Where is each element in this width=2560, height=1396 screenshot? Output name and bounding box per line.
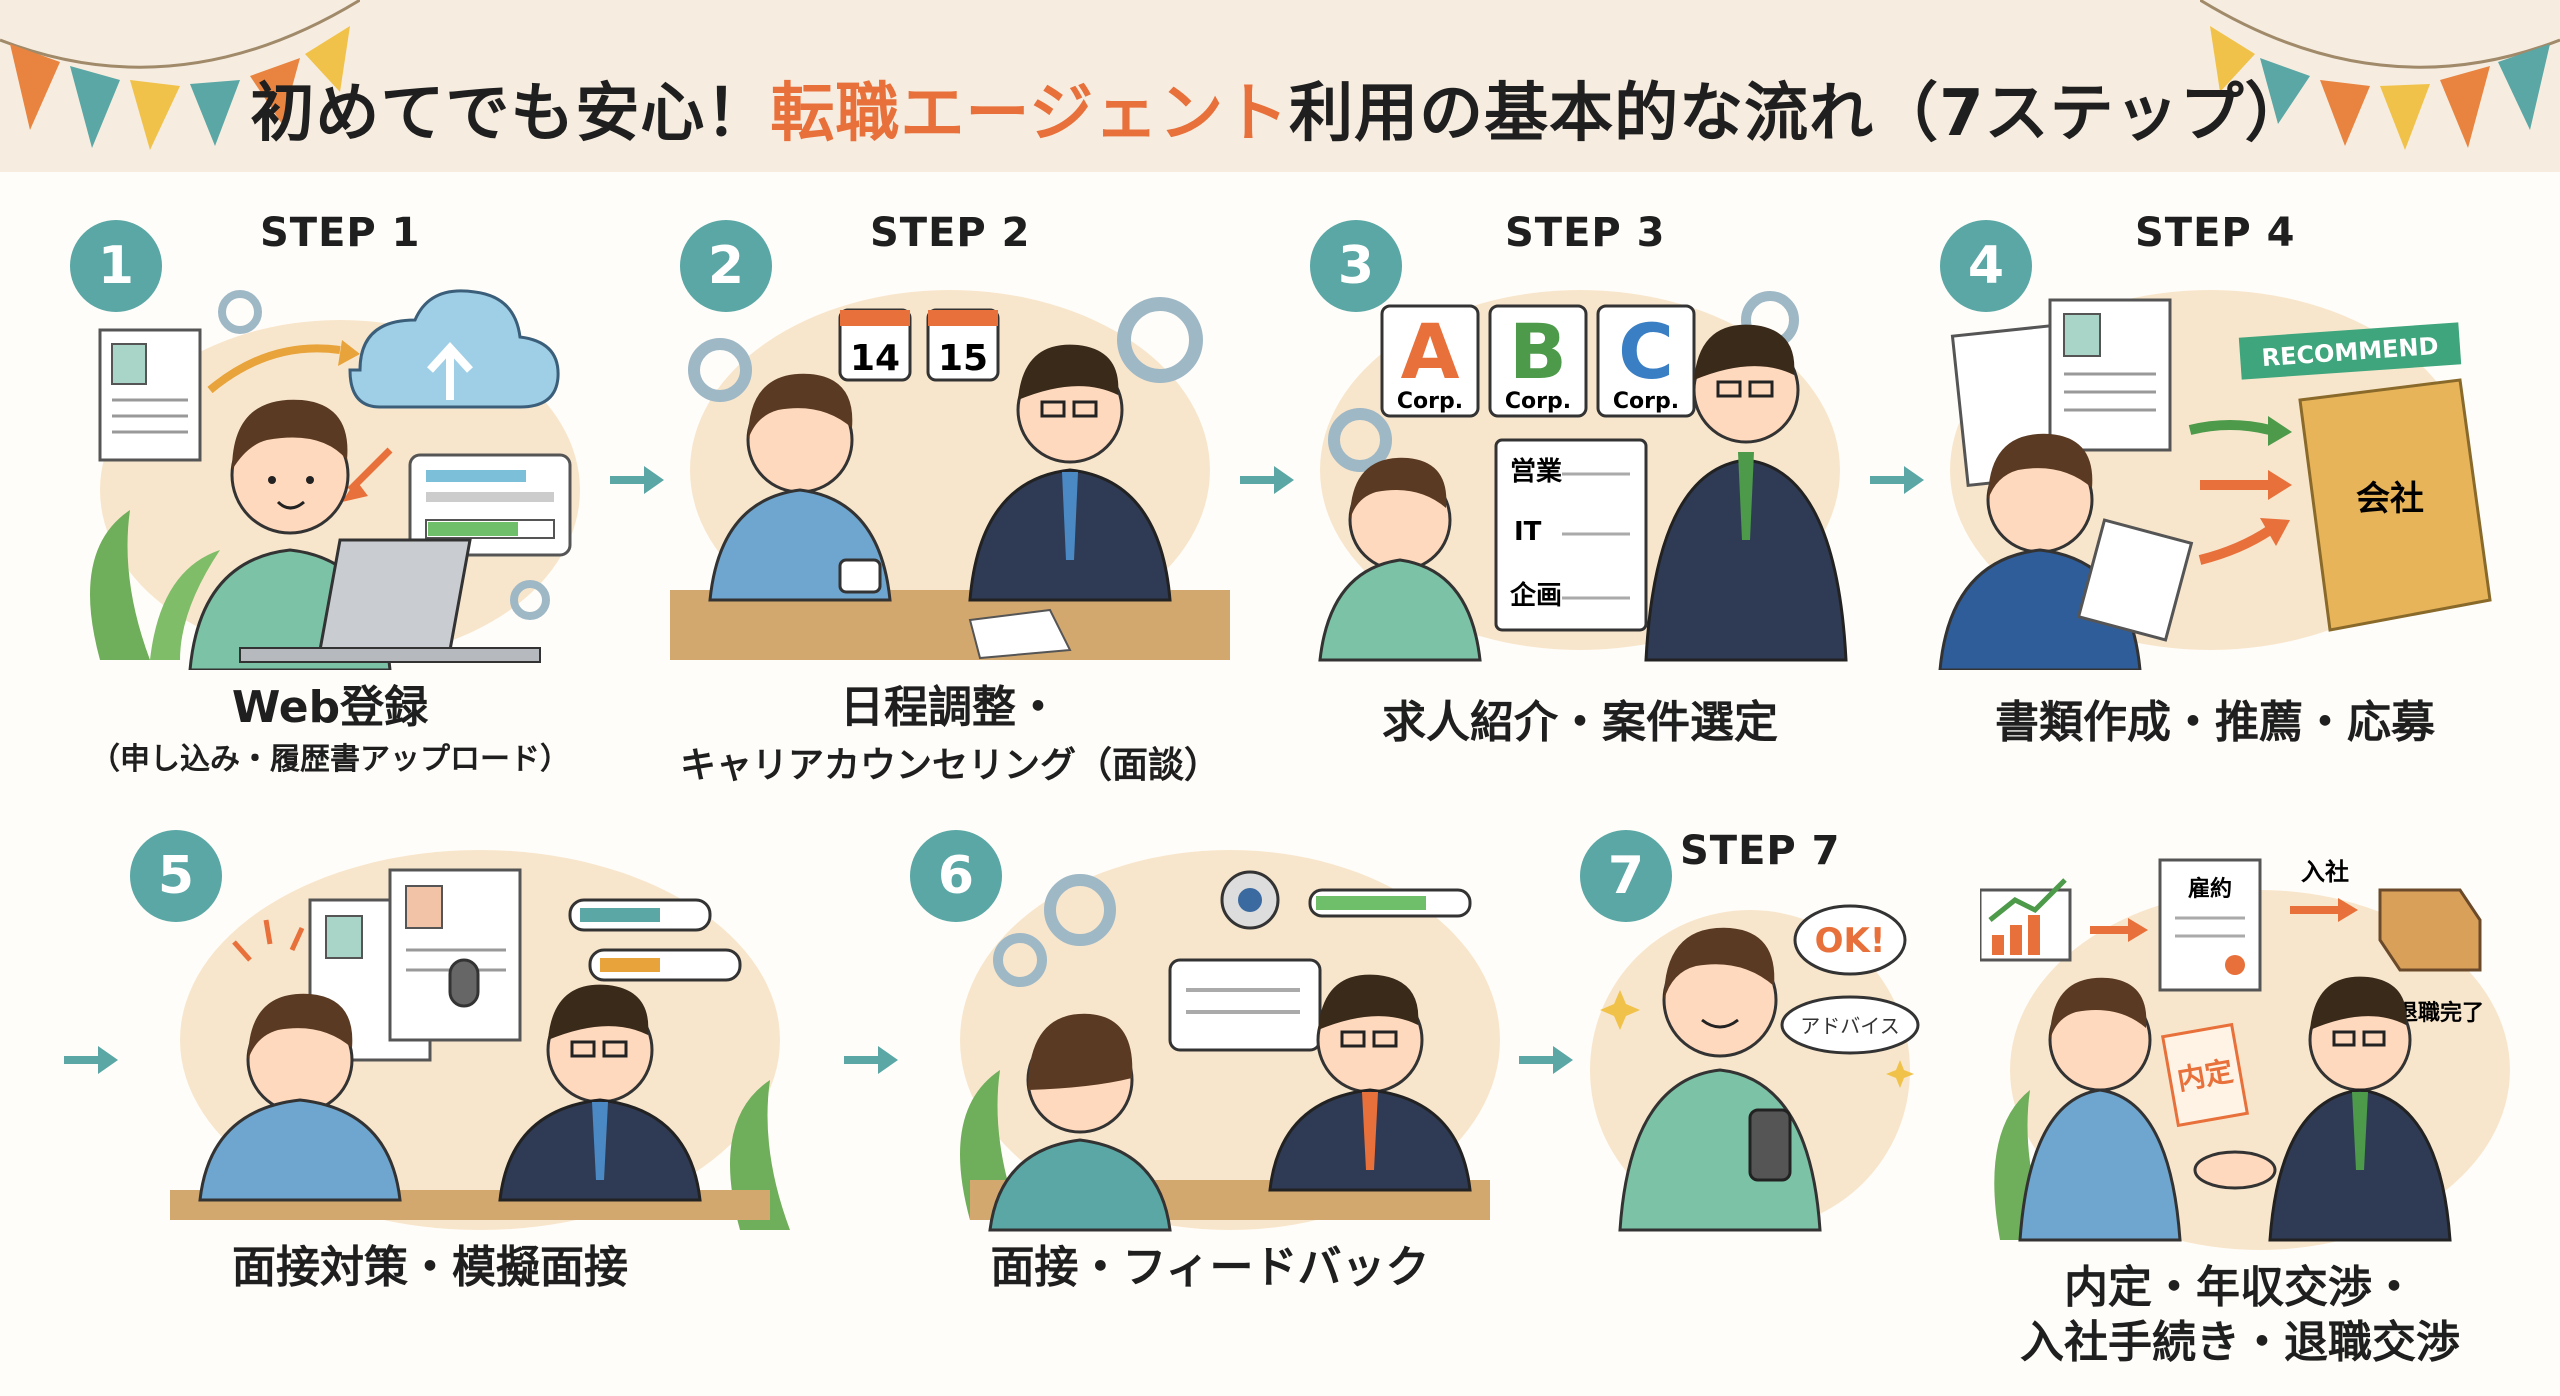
advice-bubble: アドバイス [1800, 1014, 1899, 1038]
step-2-illustration: 14 15 [670, 290, 1230, 660]
step-2-caption: 日程調整・ キャリアカウンセリング（面談） [670, 680, 1230, 790]
envelope-icon [2298, 378, 2492, 632]
svg-text:Corp.: Corp. [1505, 389, 1571, 414]
step-2-title-line1: 日程調整・ [840, 682, 1060, 733]
recommend-banner [2238, 322, 2462, 380]
step-1-illustration [90, 289, 580, 670]
step-6-caption: 面接・フィードバック [910, 1240, 1510, 1295]
step-3-badge: 3 [1310, 220, 1402, 312]
step-7-illustration-b: 雇約 入社 退職完了 内定 [1980, 858, 2510, 1250]
bunting-right [2200, 0, 2560, 150]
step-7-title-line2: 入社手続き・退職交渉 [2020, 1317, 2460, 1368]
arrow-right-icon [64, 1046, 118, 1074]
step-3-card: 3 STEP 3 A Corp. B Corp. C Corp. 営業 IT 企… [1300, 200, 1860, 800]
step-2-badge: 2 [680, 220, 772, 312]
arrow-right-icon [1240, 466, 1294, 494]
step-4-label: STEP 4 [2135, 210, 2296, 256]
arrow-right-icon [1519, 1046, 1573, 1074]
arrow-right-icon [610, 466, 664, 494]
svg-text:営業: 営業 [1510, 457, 1562, 487]
step-4-caption: 書類作成・推薦・応募 [1930, 695, 2500, 750]
step-2-title-line2: キャリアカウンセリング（面談） [679, 745, 1220, 786]
calendar-day-b: 15 [938, 338, 988, 379]
calendar-day-a: 14 [850, 338, 900, 379]
gear-icon [1044, 874, 1116, 946]
step-7-card: 7 STEP 7 OK! アドバイス [1580, 820, 2530, 1368]
resign-label: 退職完了 [2396, 1000, 2484, 1026]
corp-card-c [1596, 304, 1696, 418]
step-6-illustration [960, 850, 1500, 1232]
step-1-subtitle: （申し込み・履歴書アップロード） [90, 742, 570, 777]
microphone-icon [448, 958, 480, 1008]
svg-text:B: B [1509, 307, 1567, 396]
svg-text:A: A [1401, 307, 1460, 396]
step-7-title-line1: 内定・年収交渉・ [2064, 1262, 2416, 1313]
svg-text:雇約: 雇約 [2188, 876, 2232, 902]
step-3-caption: 求人紹介・案件選定 [1300, 695, 1860, 750]
step-5-title: 面接対策・模擬面接 [232, 1242, 628, 1293]
step-5-caption: 面接対策・模擬面接 [130, 1240, 730, 1295]
step-2-label: STEP 2 [870, 210, 1031, 256]
svg-text:Corp.: Corp. [1397, 389, 1463, 414]
step-2-card: 2 STEP 2 14 15 [670, 200, 1230, 800]
step-6-card: 6 [910, 820, 1530, 1340]
svg-text:企画: 企画 [1510, 580, 1562, 611]
coffee-icon [838, 558, 882, 594]
step-4-illustration: RECOMMEND 会社 [1938, 290, 2492, 670]
step-5-card: 5 [130, 820, 810, 1340]
step-3-illustration: A Corp. B Corp. C Corp. 営業 IT 企画 [1318, 290, 1848, 662]
gear-icon [218, 290, 262, 334]
offer-paper [2160, 1022, 2250, 1128]
corp-card-a [1380, 304, 1480, 418]
phone-icon [1748, 1108, 1792, 1182]
step-1-title: Web登録 [231, 682, 429, 733]
step-6-title: 面接・フィードバック [990, 1242, 1430, 1293]
title-part-1: 初めてでも安心！ [250, 77, 771, 151]
step-7-caption: 内定・年収交渉・ 入社手続き・退職交渉 [1980, 1260, 2500, 1370]
step-7-label: STEP 7 [1680, 828, 1841, 874]
step-4-card: 4 STEP 4 RECOMMEND 会社 [1930, 200, 2500, 800]
arrow-right-icon [1870, 466, 1924, 494]
svg-text:会社: 会社 [2356, 479, 2424, 519]
step-1-caption: Web登録 （申し込み・履歴書アップロード） [60, 680, 600, 779]
join-label: 入社 [2301, 858, 2349, 886]
title-accent: 転職エージェント [770, 77, 1290, 151]
handshake-icon [2193, 1150, 2277, 1190]
svg-text:C: C [1618, 307, 1674, 396]
step-3-title: 求人紹介・案件選定 [1382, 697, 1778, 748]
laptop-icon [318, 538, 472, 652]
step-7-badge: 7 [1580, 830, 1672, 922]
step-1-label: STEP 1 [260, 210, 421, 256]
header-band: 初めてでも安心！転職エージェント利用の基本的な流れ（7ステップ） [0, 0, 2560, 172]
step-1-card: 1 STEP 1 [60, 200, 600, 800]
step-1-badge: 1 [70, 220, 162, 312]
title-part-2: 利用の基本的な流れ（7ステップ） [1289, 77, 2310, 151]
corp-card-b [1488, 304, 1588, 418]
step-4-badge: 4 [1940, 220, 2032, 312]
step-3-label: STEP 3 [1505, 210, 1666, 256]
ok-bubble: OK! [1815, 921, 1886, 961]
arrow-right-icon [844, 1046, 898, 1074]
svg-text:Corp.: Corp. [1613, 389, 1679, 414]
svg-text:IT: IT [1514, 517, 1542, 547]
gear-icon [688, 338, 752, 402]
step-7-illustration-a: OK! アドバイス [1590, 904, 1920, 1232]
step-5-illustration [170, 850, 790, 1230]
bunting-left [0, 0, 360, 150]
gear-icon [1328, 408, 1392, 472]
step-6-badge: 6 [910, 830, 1002, 922]
step-4-title: 書類作成・推薦・応募 [1995, 697, 2435, 748]
page-title: 初めてでも安心！転職エージェント利用の基本的な流れ（7ステップ） [0, 62, 2560, 154]
box-icon [2378, 888, 2482, 972]
step-5-badge: 5 [130, 830, 222, 922]
